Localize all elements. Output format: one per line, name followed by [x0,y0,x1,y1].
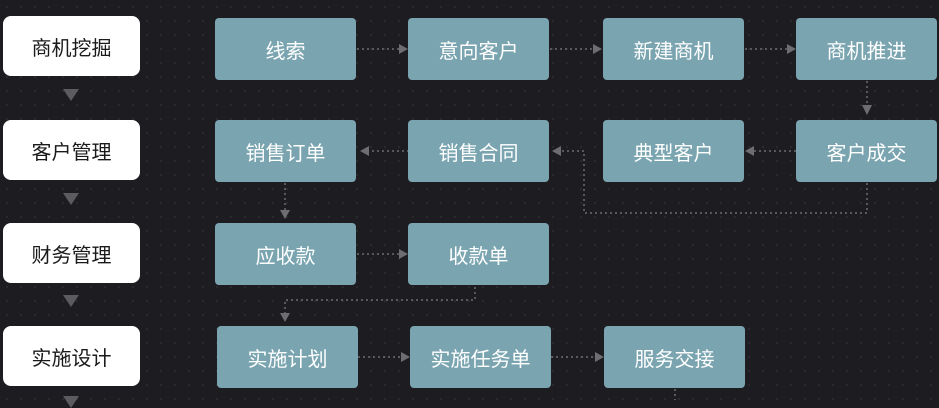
node-receipt[interactable]: 收款单 [408,223,549,285]
arrowheads [280,44,872,362]
stage-opportunity-mining[interactable]: 商机挖掘 [3,16,140,76]
arrowhead [280,313,290,322]
node-clue[interactable]: 线索 [215,18,356,80]
node-opportunity-progress[interactable]: 商机推进 [796,18,937,80]
node-implementation-task[interactable]: 实施任务单 [410,326,551,388]
stage-implementation-design[interactable]: 实施设计 [3,326,140,386]
stage-finance-management[interactable]: 财务管理 [3,223,140,283]
stage-arrow-down-icon [63,89,79,101]
stage-arrow-down-icon [63,193,79,205]
node-customer-deal[interactable]: 客户成交 [796,120,937,182]
node-sales-order[interactable]: 销售订单 [215,120,356,182]
arrowhead [401,352,410,362]
arrowhead [360,146,369,156]
arrowhead [745,146,754,156]
stage-arrow-down-icon [63,295,79,307]
node-sales-contract[interactable]: 销售合同 [408,120,549,182]
arrowhead [399,44,408,54]
arrowhead [787,44,796,54]
arrowhead [399,249,408,259]
node-new-opportunity[interactable]: 新建商机 [603,18,744,80]
connector-receipt-to-plan [284,287,476,314]
arrowhead [552,146,561,156]
arrowhead [280,210,290,219]
arrowhead [862,105,872,115]
node-typical-customer[interactable]: 典型客户 [603,120,744,182]
node-receivable[interactable]: 应收款 [215,223,356,285]
arrowhead [595,352,604,362]
stage-arrow-down-icon [63,396,79,408]
connector-deal-loop-to-contract [560,150,868,214]
node-intent-customer[interactable]: 意向客户 [408,18,549,80]
stage-customer-management[interactable]: 客户管理 [3,120,140,180]
arrowhead [593,44,602,54]
node-service-handover[interactable]: 服务交接 [604,326,745,388]
node-implementation-plan[interactable]: 实施计划 [217,326,358,388]
